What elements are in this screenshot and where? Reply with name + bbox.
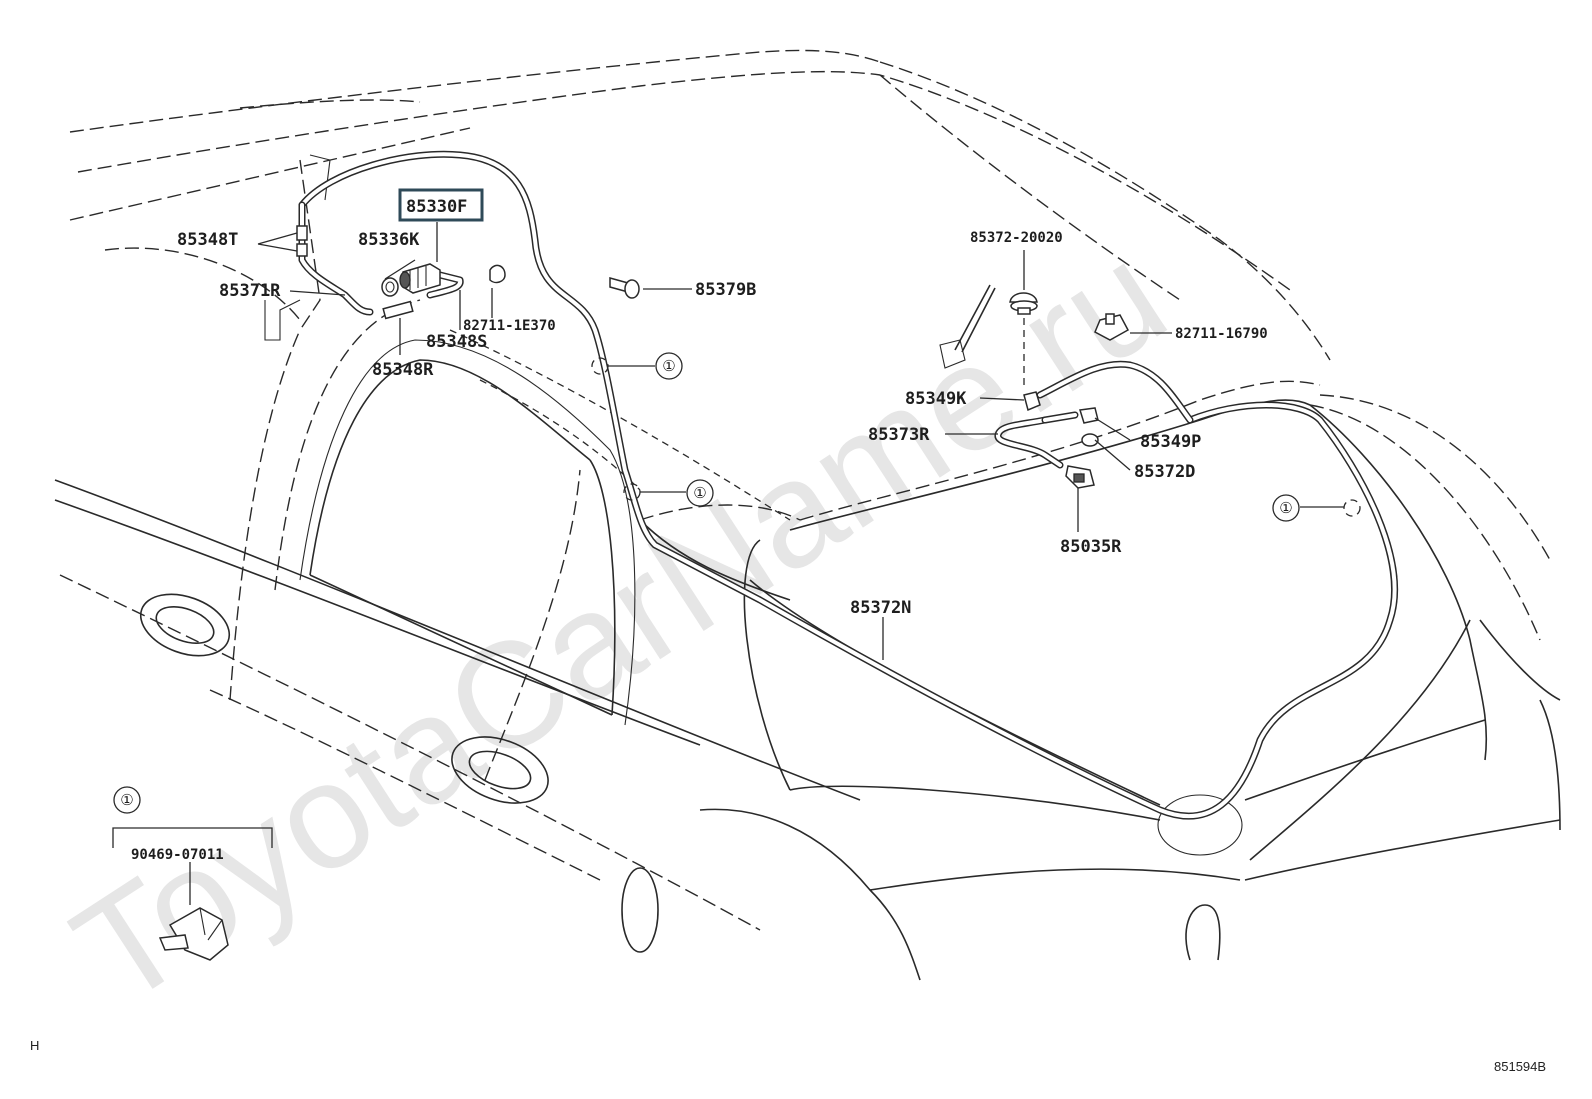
svg-text:①: ① [693, 484, 706, 502]
callout-marker-1: ① [655, 352, 683, 380]
label-85349p[interactable]: 85349P [1140, 432, 1201, 452]
part-labels: 85330F 85348T 85336K 85371R 82711-1E370 … [131, 188, 1268, 863]
watermark-text: ToyotaCarName.ru [46, 210, 1193, 1037]
leader-lines [112, 222, 1344, 905]
label-85348r[interactable]: 85348R [372, 360, 434, 380]
car-body-outline [54, 49, 1561, 981]
label-85348s[interactable]: 85348S [426, 332, 487, 352]
label-85371r[interactable]: 85371R [219, 281, 281, 301]
clip-90469-icon [158, 907, 229, 961]
corner-code-left: H [30, 1038, 39, 1053]
callout-marker-3: ① [1272, 494, 1300, 522]
washer-pump-icon [399, 263, 441, 294]
grommet-icon [381, 277, 399, 297]
parts-icons [158, 225, 1361, 961]
grommet-85372d-icon [1081, 433, 1099, 447]
label-85349k[interactable]: 85349K [905, 389, 967, 409]
label-85330f[interactable]: 85330F [406, 197, 467, 217]
label-85336k[interactable]: 85336K [358, 230, 420, 250]
label-85373r[interactable]: 85373R [868, 425, 930, 445]
connector-85349k-icon [1023, 391, 1041, 412]
clamp-1e370-icon [489, 264, 506, 284]
label-90469-07011[interactable]: 90469-07011 [131, 847, 224, 863]
svg-text:①: ① [662, 357, 675, 375]
label-82711-1e370[interactable]: 82711-1E370 [463, 318, 556, 334]
label-85372n[interactable]: 85372N [850, 598, 911, 618]
plug-85379b-icon [609, 277, 640, 299]
svg-text:①: ① [1279, 499, 1292, 517]
label-82711-16790[interactable]: 82711-16790 [1175, 326, 1268, 342]
callout-markers: ① ① ① ① [113, 352, 1300, 814]
hose-joint-icon [382, 300, 414, 320]
callout-marker-legend: ① [113, 786, 141, 814]
connector-85348t-icon [296, 225, 308, 241]
svg-text:①: ① [120, 791, 133, 809]
label-85372-20020[interactable]: 85372-20020 [970, 230, 1063, 246]
label-85348t[interactable]: 85348T [177, 230, 238, 250]
grommet-20020-icon [1009, 292, 1038, 315]
label-85035r[interactable]: 85035R [1060, 537, 1122, 557]
washer-nozzle-icon [1065, 465, 1095, 489]
hose-clip-marker-3 [1343, 499, 1361, 517]
clamp-16790-icon [1094, 313, 1130, 341]
connector-85349p-icon [1079, 407, 1099, 424]
label-85372d[interactable]: 85372D [1134, 462, 1195, 482]
callout-marker-2: ① [686, 479, 714, 507]
figure-code: 851594B [1494, 1059, 1546, 1074]
highlight-box [398, 188, 484, 222]
label-85379b[interactable]: 85379B [695, 280, 756, 300]
